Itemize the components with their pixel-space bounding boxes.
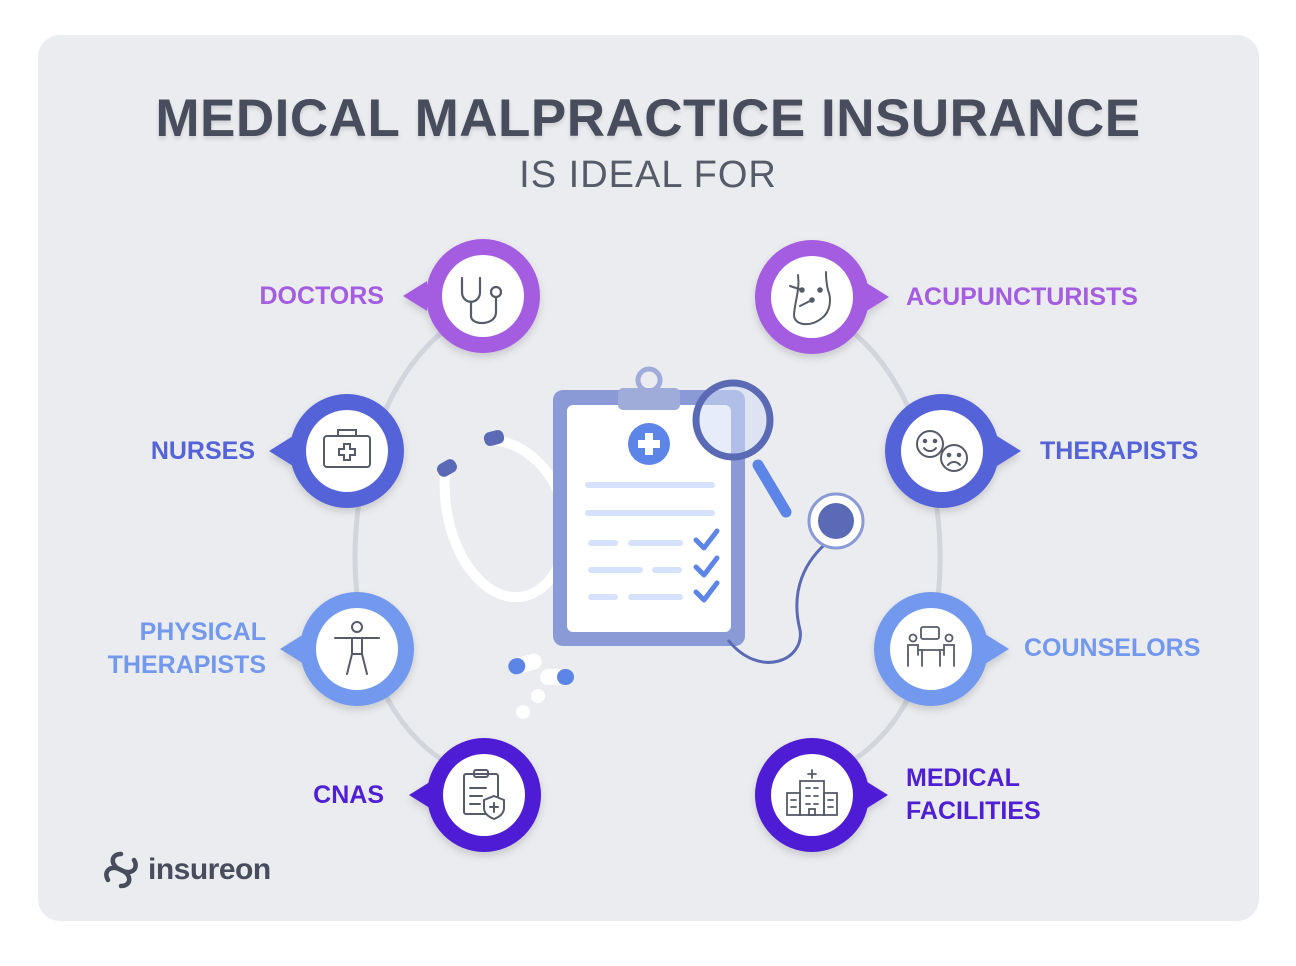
stethoscope-tube (726, 538, 831, 664)
badge-doctors (403, 239, 540, 353)
check-icon (693, 528, 720, 603)
label-doctors: DOCTORS (259, 282, 384, 310)
clipboard-clip (618, 388, 680, 410)
center-illustration (437, 366, 865, 719)
badge-counselors (874, 592, 1009, 706)
hospital-icon (786, 769, 838, 816)
label-nurses: NURSES (150, 437, 255, 465)
stethoscope-earpiece (437, 459, 457, 477)
badge-nurses (269, 394, 404, 508)
pills-icon (508, 653, 574, 719)
logo-text: insureon (148, 853, 271, 886)
meeting-icon (907, 626, 955, 667)
label-acupuncturists: ACUPUNCTURISTS (906, 283, 1138, 311)
medical-kit-icon (323, 429, 371, 468)
label-medical-facilities: MEDICAL FACILITIES (906, 764, 1041, 825)
label-physical-therapists: PHYSICAL THERAPISTS (107, 618, 266, 679)
label-cnas: CNAS (313, 781, 384, 809)
magnifier-icon (692, 379, 792, 518)
stethoscope-earpiece (483, 429, 505, 447)
human-figure-icon (334, 621, 380, 675)
insureon-logo: insureon (100, 850, 271, 890)
badge-medical-facilities (755, 738, 888, 852)
insureon-logo-icon (104, 851, 138, 889)
clipboard-shield-icon (463, 769, 505, 821)
right-connector-arc (834, 328, 943, 773)
page-subtitle: IS IDEAL FOR (519, 154, 777, 196)
faces-icon (916, 430, 968, 472)
stethoscope-tube (439, 435, 572, 602)
clipboard-clip-ring (635, 366, 663, 394)
label-counselors: COUNSELORS (1024, 634, 1201, 662)
left-connector-arc (352, 328, 462, 773)
clipboard-paper (567, 405, 731, 632)
stethoscope-icon (460, 276, 503, 325)
page-title: MEDICAL MALPRACTICE INSURANCE (155, 89, 1141, 148)
badge-physical-therapists (280, 592, 414, 706)
foot-acupuncture-icon (789, 271, 831, 326)
label-therapists: THERAPISTS (1040, 437, 1199, 465)
badge-acupuncturists (755, 240, 889, 354)
